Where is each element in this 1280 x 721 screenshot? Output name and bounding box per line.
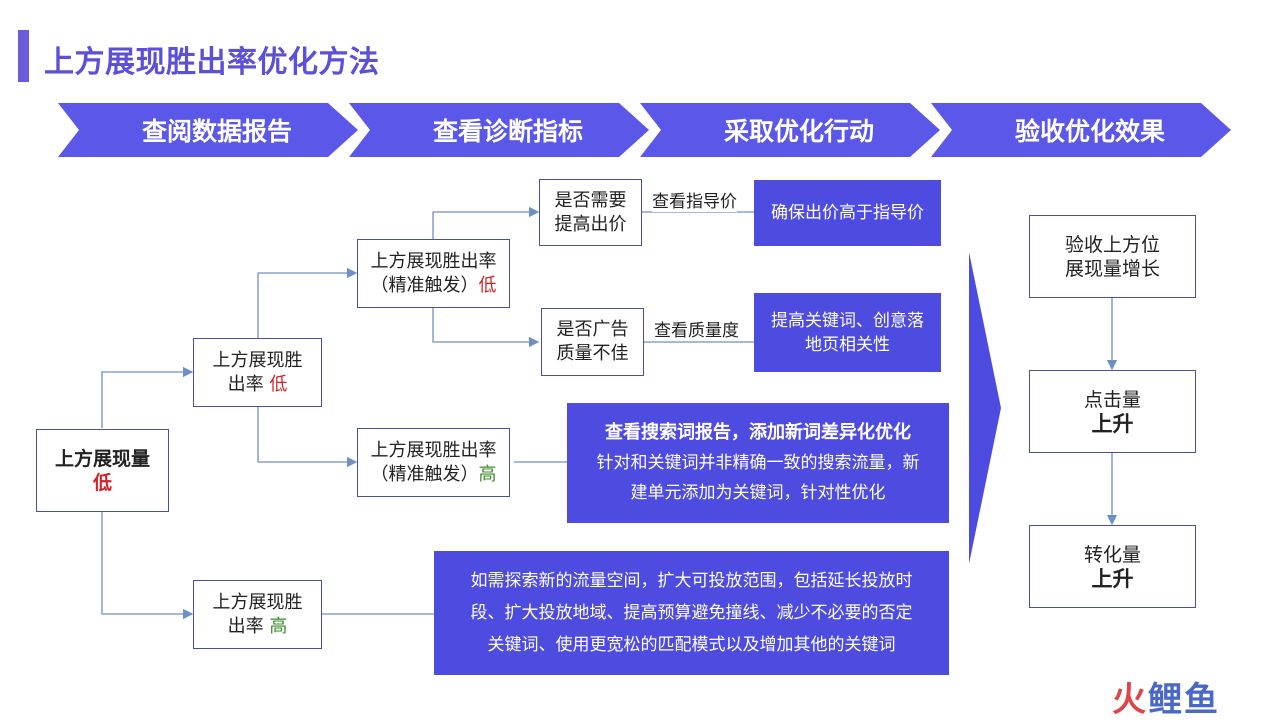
- question-ad-quality-line2: 质量不佳: [556, 343, 629, 364]
- logo-char-2: 鲤: [1148, 680, 1184, 720]
- result-top-impressions-line1: 验收上方位: [1064, 233, 1160, 256]
- result-clicks: 点击量 上升: [1029, 370, 1196, 453]
- result-top-impressions: 验收上方位 展现量增长: [1029, 215, 1196, 298]
- node-win-rate-high-status: 高: [269, 615, 288, 637]
- action-expand-traffic-line1: 如需探索新的流量空间，扩大可投放范围，包括延长投放时: [470, 571, 913, 591]
- node-precise-low-line2: （精准触发）: [370, 274, 479, 296]
- action-search-term-report-line1: 针对和关键词并非精确一致的搜索流量，新: [596, 453, 920, 473]
- node-win-rate-low-status: 低: [269, 373, 288, 395]
- node-win-rate-high-line1: 上方展现胜: [212, 591, 303, 613]
- connector-precise-low-to-q1: [432, 206, 540, 239]
- step-chevron-3: 采取优化行动: [640, 103, 940, 157]
- action-improve-relevance: 提高关键词、创意落 地页相关性: [754, 293, 941, 372]
- step-label-3: 采取优化行动: [723, 117, 874, 146]
- action-search-term-report-title: 查看搜索词报告，添加新词差异化优化: [605, 422, 911, 443]
- node-win-rate-low: 上方展现胜 出率 低: [193, 338, 322, 407]
- step-label-2: 查看诊断指标: [432, 117, 583, 146]
- connector-root-to-high: [101, 512, 194, 620]
- edge-label-quality-score: 查看质量度: [654, 316, 739, 341]
- step-chevron-4: 验收优化效果: [931, 103, 1231, 157]
- edge-label-guide-price: 查看指导价: [652, 187, 737, 212]
- action-improve-relevance-line1: 提高关键词、创意落: [771, 310, 924, 331]
- result-conversions-status: 上升: [1091, 566, 1134, 591]
- node-precise-low: 上方展现胜出率 （精准触发）低: [357, 239, 510, 308]
- question-ad-quality: 是否广告 质量不佳: [541, 308, 644, 376]
- node-win-rate-low-line2: 出率: [227, 373, 270, 395]
- action-expand-traffic-line3: 关键词、使用更宽松的匹配模式以及增加其他的关键词: [487, 635, 896, 655]
- result-top-impressions-line2: 展现量增长: [1064, 257, 1160, 280]
- step-chevron-2: 查看诊断指标: [349, 103, 649, 157]
- step-label-4: 验收优化效果: [1014, 117, 1165, 146]
- question-raise-bid-line1: 是否需要: [554, 189, 627, 211]
- action-expand-traffic: 如需探索新的流量空间，扩大可投放范围，包括延长投放时 段、扩大投放地域、提高预算…: [434, 551, 949, 675]
- connector-precise-low-to-q2: [432, 308, 540, 348]
- action-search-term-report-line2: 建单元添加为关键词，针对性优化: [630, 483, 886, 503]
- root-node: 上方展现量 低: [36, 429, 169, 512]
- node-win-rate-high-line2: 出率: [227, 615, 270, 637]
- question-raise-bid-line2: 提高出价: [554, 213, 627, 235]
- node-win-rate-low-line1: 上方展现胜: [212, 349, 303, 371]
- result-clicks-line1: 点击量: [1083, 388, 1141, 411]
- connector-low-to-precise-low: [257, 267, 358, 338]
- node-precise-high-status: 高: [478, 463, 497, 485]
- brand-logo: 火鲤鱼: [1112, 672, 1220, 721]
- root-node-line1: 上方展现量: [54, 447, 150, 470]
- node-precise-high-line1: 上方展现胜出率: [370, 439, 497, 461]
- node-precise-low-status: 低: [478, 274, 497, 296]
- action-search-term-report: 查看搜索词报告，添加新词差异化优化 针对和关键词并非精确一致的搜索流量，新 建单…: [567, 403, 949, 523]
- action-expand-traffic-line2: 段、扩大投放地域、提高预算避免撞线、减少不必要的否定: [470, 603, 913, 623]
- action-bid-above-guide-text: 确保出价高于指导价: [771, 202, 924, 223]
- result-conversions: 转化量 上升: [1029, 525, 1196, 608]
- result-conversions-line1: 转化量: [1083, 543, 1141, 566]
- node-precise-high: 上方展现胜出率 （精准触发）高: [357, 428, 510, 497]
- step-chevron-1: 查阅数据报告: [58, 103, 358, 157]
- connector-low-to-precise-high: [257, 406, 358, 468]
- result-clicks-status: 上升: [1091, 411, 1134, 436]
- logo-char-3: 鱼: [1184, 680, 1220, 720]
- connector-root-to-low: [101, 366, 194, 428]
- node-precise-high-line2: （精准触发）: [370, 463, 479, 485]
- logo-char-1: 火: [1112, 680, 1148, 720]
- page-title: 上方展现胜出率优化方法: [44, 45, 380, 80]
- action-bid-above-guide: 确保出价高于指导价: [754, 180, 941, 246]
- question-ad-quality-line1: 是否广告: [556, 319, 629, 340]
- step-label-1: 查阅数据报告: [141, 117, 292, 146]
- node-precise-low-line1: 上方展现胜出率: [370, 250, 497, 272]
- node-win-rate-high: 上方展现胜 出率 高: [193, 580, 322, 649]
- action-improve-relevance-line2: 地页相关性: [805, 334, 890, 355]
- question-raise-bid: 是否需要 提高出价: [539, 179, 642, 246]
- title-accent-bar: [18, 30, 29, 82]
- root-node-status: 低: [92, 471, 112, 494]
